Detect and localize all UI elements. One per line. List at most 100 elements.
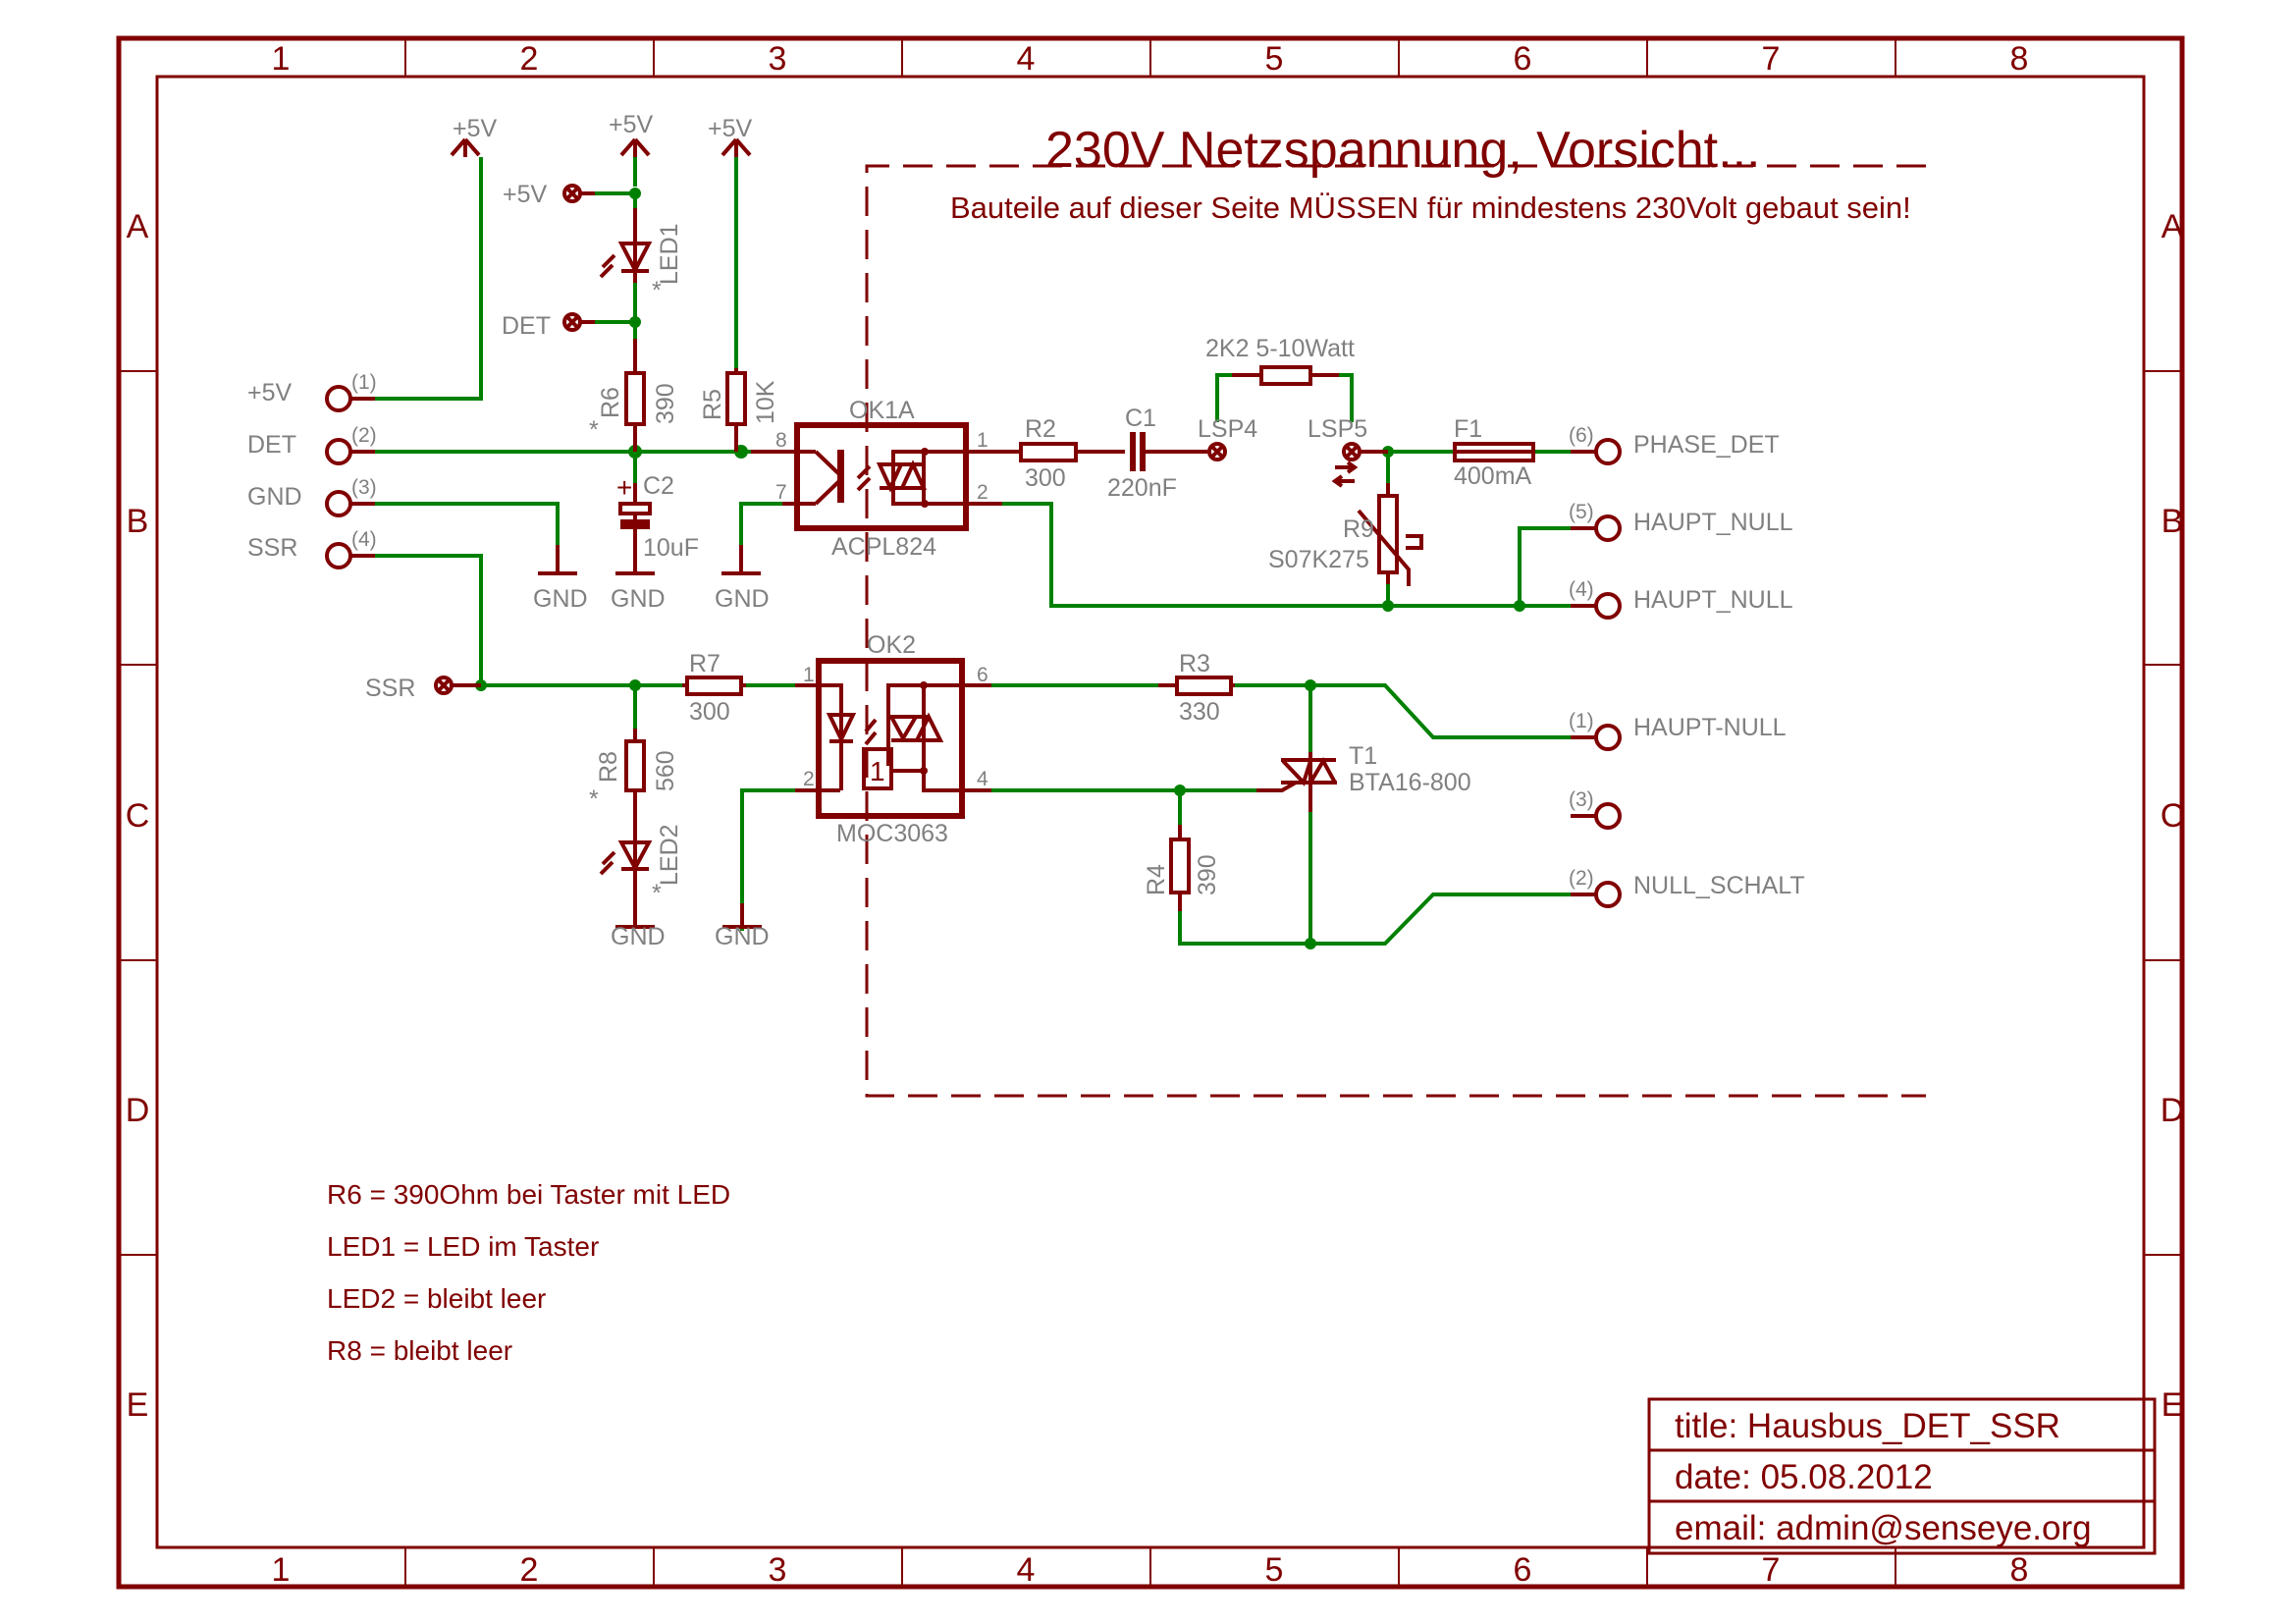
gnd-label: GND: [611, 585, 666, 613]
zone-col-1: 1: [272, 40, 291, 78]
led-icon: [617, 242, 653, 275]
solder-pad-lsp4[interactable]: LSP4: [1198, 415, 1257, 461]
zone-row-c: C: [126, 797, 150, 835]
pin-label: HAUPT_NULL: [1633, 509, 1793, 536]
light-emission-icon: [864, 718, 878, 746]
note-line: LED1 = LED im Taster: [327, 1231, 599, 1262]
optocoupler-ok1a: OK1A ACPL824 8 7 1 2: [751, 397, 1002, 561]
pin-pad-icon[interactable]: [325, 385, 352, 412]
pin-pad-icon[interactable]: [1594, 802, 1622, 830]
zone-col-5: 5: [1265, 1551, 1284, 1589]
left-connector: +5V (1) DET (2) GND (3) SSR (4): [247, 371, 377, 569]
zone-row-d: D: [126, 1092, 150, 1129]
component-name: C2: [643, 472, 674, 500]
zone-col-5: 5: [1265, 40, 1284, 78]
title-block: title: Hausbus_DET_SSR date: 05.08.2012 …: [1647, 1397, 2157, 1555]
zone-col-4: 4: [1017, 40, 1036, 78]
pin-number: (1): [351, 371, 377, 394]
zone-col-3: 3: [769, 1551, 787, 1589]
zone-row-c: C: [2161, 797, 2185, 835]
zone-row-e: E: [127, 1386, 149, 1424]
resistor-icon: [685, 676, 743, 696]
led-pair-icon: [876, 450, 928, 506]
pin-pad-icon[interactable]: [325, 490, 352, 517]
zone-col-1: 1: [272, 1551, 291, 1589]
variant-marker: *: [589, 785, 599, 813]
pin-number: (1): [1569, 710, 1594, 732]
gnd-label: GND: [533, 585, 588, 613]
testpoint-ssr[interactable]: SSR: [365, 675, 481, 702]
right-connector-bottom: (1) HAUPT-NULL (3) (2) NULL_SCHALT: [1569, 710, 1805, 908]
pin-number: (3): [1569, 788, 1594, 811]
zone-col-4: 4: [1017, 1551, 1036, 1589]
gnd-label: GND: [611, 923, 666, 950]
pin-pad-icon[interactable]: [1594, 592, 1622, 620]
connector-pin-4[interactable]: (4) HAUPT_NULL: [1569, 578, 1793, 620]
connector-pin-1[interactable]: (1) HAUPT-NULL: [1569, 710, 1787, 751]
connector-pin-6[interactable]: (6) PHASE_DET: [1569, 424, 1780, 465]
resistor-r6: R6 390 *: [589, 339, 679, 452]
component-part: S07K275: [1268, 546, 1369, 573]
pin-pad-icon[interactable]: [1594, 514, 1622, 542]
right-connector-top: (6) PHASE_DET (5) HAUPT_NULL (4) HAUPT_N…: [1569, 424, 1793, 620]
light-emission-icon: [599, 253, 616, 279]
pin-pad-icon[interactable]: [1594, 881, 1622, 908]
component-value: 390: [1194, 854, 1221, 895]
varistor-r9: R9 S07K275: [1268, 483, 1423, 586]
led-icon: [617, 840, 653, 873]
connector-pin-3[interactable]: (3): [1569, 788, 1622, 830]
pin-pad-icon[interactable]: [1594, 724, 1622, 751]
connector-pin-3[interactable]: GND (3): [247, 476, 377, 517]
resistor-r7: R7 300: [682, 650, 746, 726]
pin-number: (2): [1569, 867, 1594, 890]
drawing-frame: 1 2 3 4 5 6 7 8 1 2 3 4 5 6 7 8 A B C D …: [116, 35, 2185, 1590]
phototransistor-icon: [814, 450, 841, 506]
connector-pin-2[interactable]: (2) NULL_SCHALT: [1569, 867, 1805, 908]
pin-number: (2): [351, 424, 377, 447]
title-block-title: title: Hausbus_DET_SSR: [1675, 1407, 2060, 1445]
component-value: 10uF: [643, 534, 699, 562]
connector-pin-4[interactable]: SSR (4): [247, 528, 377, 569]
supply-vcc-led: +5V: [609, 111, 654, 157]
testpoint-det[interactable]: DET: [502, 312, 595, 340]
zone-col-6: 6: [1514, 40, 1532, 78]
gnd-label: GND: [715, 585, 770, 613]
component-name: LED1: [656, 223, 683, 285]
pin-pad-icon[interactable]: [325, 438, 352, 465]
zone-col-7: 7: [1762, 40, 1781, 78]
optocoupler-ok2: OK2 MOC3063 1 2 1 6 4: [795, 631, 991, 847]
component-name: R8: [595, 751, 622, 783]
pin-number: (6): [1569, 424, 1594, 447]
pin-number: (4): [1569, 578, 1594, 601]
component-name: R2: [1025, 415, 1056, 443]
pin-pad-icon[interactable]: [1594, 438, 1622, 465]
polarity-marker: +: [616, 472, 632, 503]
solder-pad-icon[interactable]: [1207, 442, 1227, 461]
note-line: R8 = bleibt leer: [327, 1335, 512, 1366]
zone-col-8: 8: [2010, 40, 2029, 78]
junction-dot: [629, 316, 641, 328]
vcc-label: +5V: [708, 115, 753, 142]
ic-body: [794, 422, 969, 531]
solder-pad-lsp5[interactable]: LSP5: [1308, 415, 1388, 488]
component-name: LED2: [656, 824, 683, 886]
row-labels-right: A B C D E: [2161, 208, 2185, 1424]
resistor-icon: [725, 371, 747, 426]
connector-pin-2[interactable]: DET (2): [247, 424, 377, 465]
testpoint-5v[interactable]: +5V: [503, 181, 595, 208]
bidirectional-arrow-icon: [1331, 460, 1359, 488]
connector-pin-1[interactable]: +5V (1): [247, 371, 377, 412]
resistor-icon: [1169, 838, 1191, 894]
connector-pin-5[interactable]: (5) HAUPT_NULL: [1569, 501, 1793, 542]
pin-pad-icon[interactable]: [325, 542, 352, 569]
component-value: 10K: [752, 380, 779, 424]
component-name: R3: [1179, 650, 1210, 677]
pin-number: 8: [775, 429, 787, 452]
pin-number: 4: [977, 768, 988, 790]
component-name: R7: [689, 650, 721, 677]
junction-dot: [629, 188, 641, 199]
junctions: [475, 188, 1525, 949]
resistor-r8: R8 560 *: [589, 729, 679, 835]
title-block-email: email: admin@senseye.org: [1675, 1509, 2092, 1547]
